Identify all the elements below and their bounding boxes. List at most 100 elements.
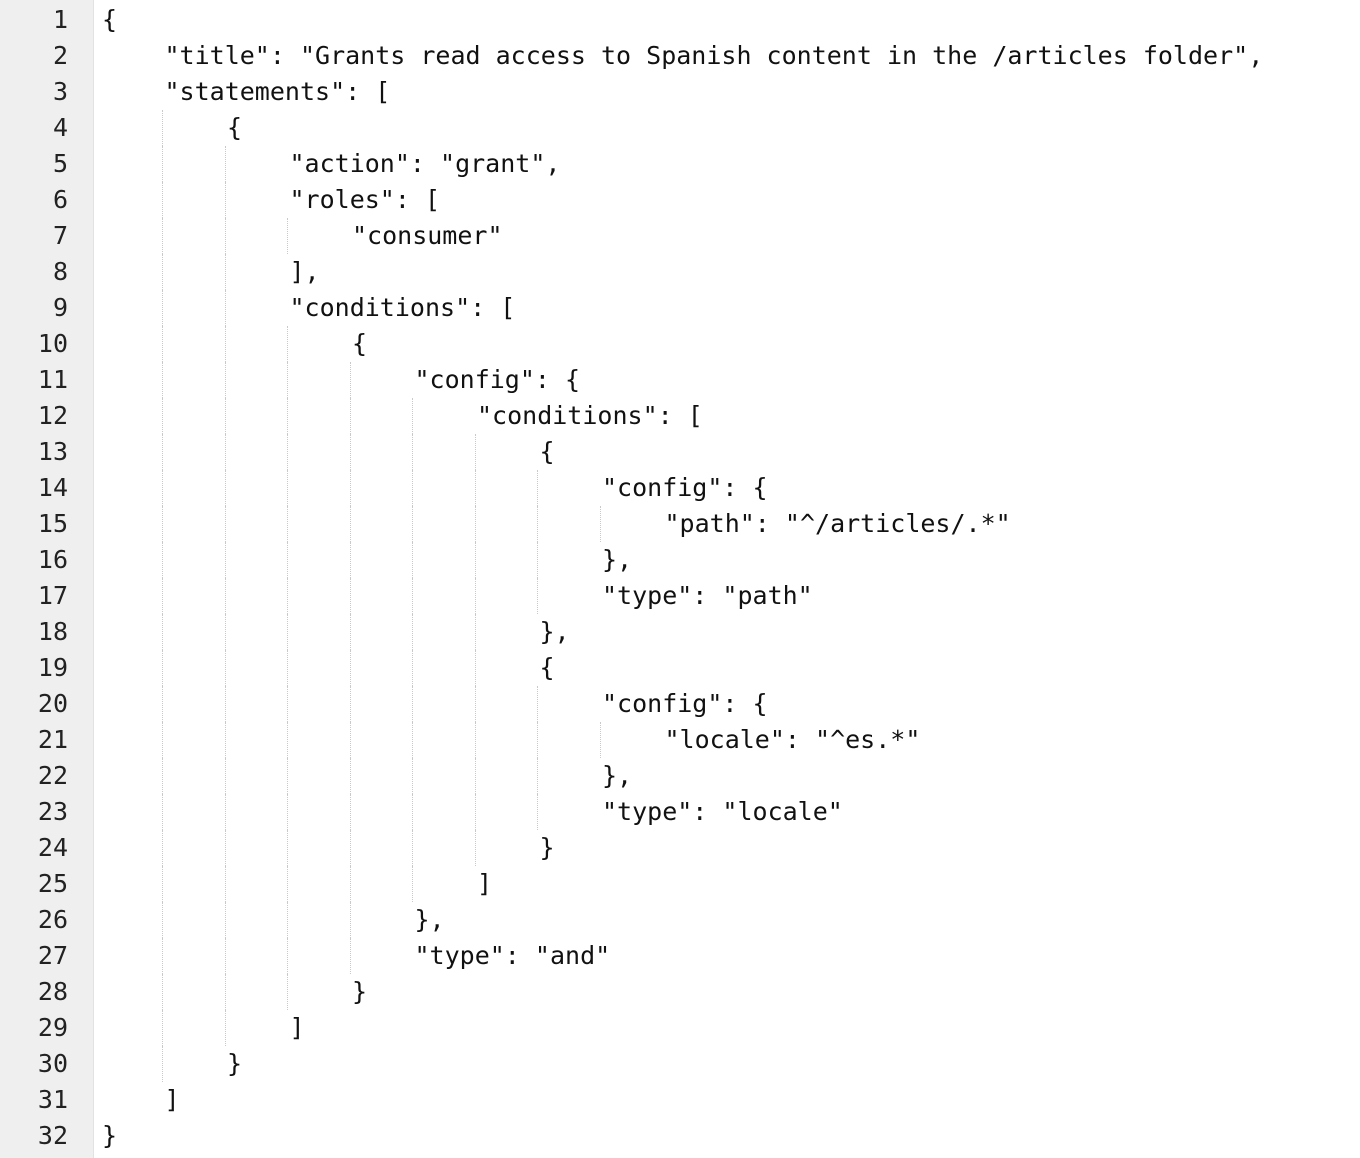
indent-guide (474, 794, 476, 830)
code-text[interactable]: { (539, 653, 555, 682)
code-line[interactable]: 23"type": "locale" (0, 794, 1360, 830)
indent-guide (162, 470, 163, 506)
line-number: 26 (37, 905, 68, 934)
code-line[interactable]: 6"roles": [ (0, 182, 1360, 218)
indent-guide (224, 650, 226, 686)
code-text[interactable]: }, (602, 545, 633, 574)
line-number: 21 (37, 725, 68, 754)
code-text[interactable]: "locale": "^es.*" (664, 725, 921, 754)
code-line[interactable]: 7"consumer" (0, 218, 1360, 254)
code-line[interactable]: 5"action": "grant", (0, 146, 1360, 182)
code-line[interactable]: 30} (0, 1046, 1360, 1082)
code-text[interactable]: "consumer" (352, 221, 503, 250)
code-text[interactable]: "title": "Grants read access to Spanish … (164, 41, 1264, 70)
code-text[interactable]: "type": "path" (602, 581, 813, 610)
code-line[interactable]: 26}, (0, 902, 1360, 938)
code-line[interactable]: 12"conditions": [ (0, 398, 1360, 434)
code-line[interactable]: 15"path": "^/articles/.*" (0, 506, 1360, 542)
code-line[interactable]: 3"statements": [ (0, 74, 1360, 110)
code-line[interactable]: 22}, (0, 758, 1360, 794)
indent-guide (287, 470, 288, 506)
code-text[interactable]: ], (289, 257, 320, 286)
code-text[interactable]: ] (164, 1085, 180, 1114)
indent-guide (537, 794, 538, 830)
code-line[interactable]: 21 "locale": "^es.*" (0, 722, 1360, 758)
indent-guide (349, 902, 351, 938)
indent-guide (412, 650, 413, 686)
code-line[interactable]: 24} (0, 830, 1360, 866)
code-line[interactable]: 17"type": "path" (0, 578, 1360, 614)
line-number: 24 (37, 833, 68, 862)
indent-guide (287, 218, 288, 254)
indent-guide (162, 1046, 163, 1082)
code-line[interactable]: 10 { (0, 326, 1360, 362)
code-text[interactable]: } (227, 1049, 243, 1078)
code-line[interactable]: 14"config": { (0, 470, 1360, 506)
code-line[interactable]: 20"config": { (0, 686, 1360, 722)
code-text[interactable]: "action": "grant", (289, 149, 561, 178)
indent-guide (412, 506, 413, 542)
code-text[interactable]: "conditions": [ (477, 401, 703, 430)
code-text[interactable]: } (352, 977, 368, 1006)
code-line[interactable]: 28} (0, 974, 1360, 1010)
code-text[interactable]: "type": "and" (414, 941, 611, 970)
indent-guide (349, 434, 351, 470)
code-line[interactable]: 16}, (0, 542, 1360, 578)
code-text[interactable]: } (102, 1121, 118, 1150)
indent-guide (162, 938, 163, 974)
code-line[interactable]: 25] (0, 866, 1360, 902)
code-line[interactable]: 9"conditions": [ (0, 290, 1360, 326)
line-number: 25 (37, 869, 68, 898)
code-line[interactable]: 29] (0, 1010, 1360, 1046)
code-text[interactable]: "conditions": [ (289, 293, 516, 322)
indent-guide (474, 578, 476, 614)
code-line[interactable]: 31] (0, 1082, 1360, 1118)
code-text[interactable]: { (539, 437, 555, 466)
code-line[interactable]: 13{ (0, 434, 1360, 470)
code-text[interactable]: "config": { (602, 689, 768, 718)
indent-guide (349, 830, 351, 866)
indent-guide (162, 254, 163, 290)
indent-guide (412, 794, 413, 830)
indent-guide (412, 470, 413, 506)
code-line[interactable]: 2"title": "Grants read access to Spanish… (0, 38, 1360, 74)
code-line[interactable]: 19{ (0, 650, 1360, 686)
code-text[interactable]: }, (602, 761, 633, 790)
line-number-gutter (0, 0, 94, 1158)
code-line[interactable]: 32} (0, 1118, 1360, 1154)
code-line[interactable]: 1{ (0, 2, 1360, 38)
line-number: 27 (37, 941, 68, 970)
code-text[interactable]: ] (477, 869, 493, 898)
indent-guide (474, 614, 476, 650)
code-text[interactable]: "path": "^/articles/.*" (664, 509, 1011, 538)
code-line[interactable]: 8], (0, 254, 1360, 290)
code-text[interactable]: { (227, 113, 243, 142)
code-text[interactable]: } (539, 833, 555, 862)
code-text[interactable]: "type": "locale" (602, 797, 843, 826)
code-text[interactable]: }, (414, 905, 445, 934)
indent-guide (162, 794, 163, 830)
line-number: 4 (52, 113, 68, 142)
indent-guide (162, 542, 163, 578)
indent-guide (162, 146, 163, 182)
line-number: 10 (37, 329, 68, 358)
code-text[interactable]: { (352, 329, 368, 358)
indent-guide (537, 722, 538, 758)
code-text[interactable]: "config": { (602, 473, 768, 502)
code-line[interactable]: 18}, (0, 614, 1360, 650)
code-text[interactable]: "config": { (414, 365, 581, 394)
code-text[interactable]: ] (289, 1013, 305, 1042)
indent-guide (474, 830, 476, 866)
indent-guide (287, 326, 288, 362)
code-line[interactable]: 27 "type": "and" (0, 938, 1360, 974)
code-text[interactable]: "statements": [ (164, 77, 391, 106)
code-text[interactable]: { (102, 5, 118, 34)
code-line[interactable]: 4{ (0, 110, 1360, 146)
line-number: 8 (52, 257, 68, 286)
code-line[interactable]: 11"config": { (0, 362, 1360, 398)
code-text[interactable]: }, (539, 617, 570, 646)
code-text[interactable]: "roles": [ (289, 185, 441, 214)
indent-guide (162, 434, 163, 470)
line-number: 32 (37, 1121, 68, 1150)
